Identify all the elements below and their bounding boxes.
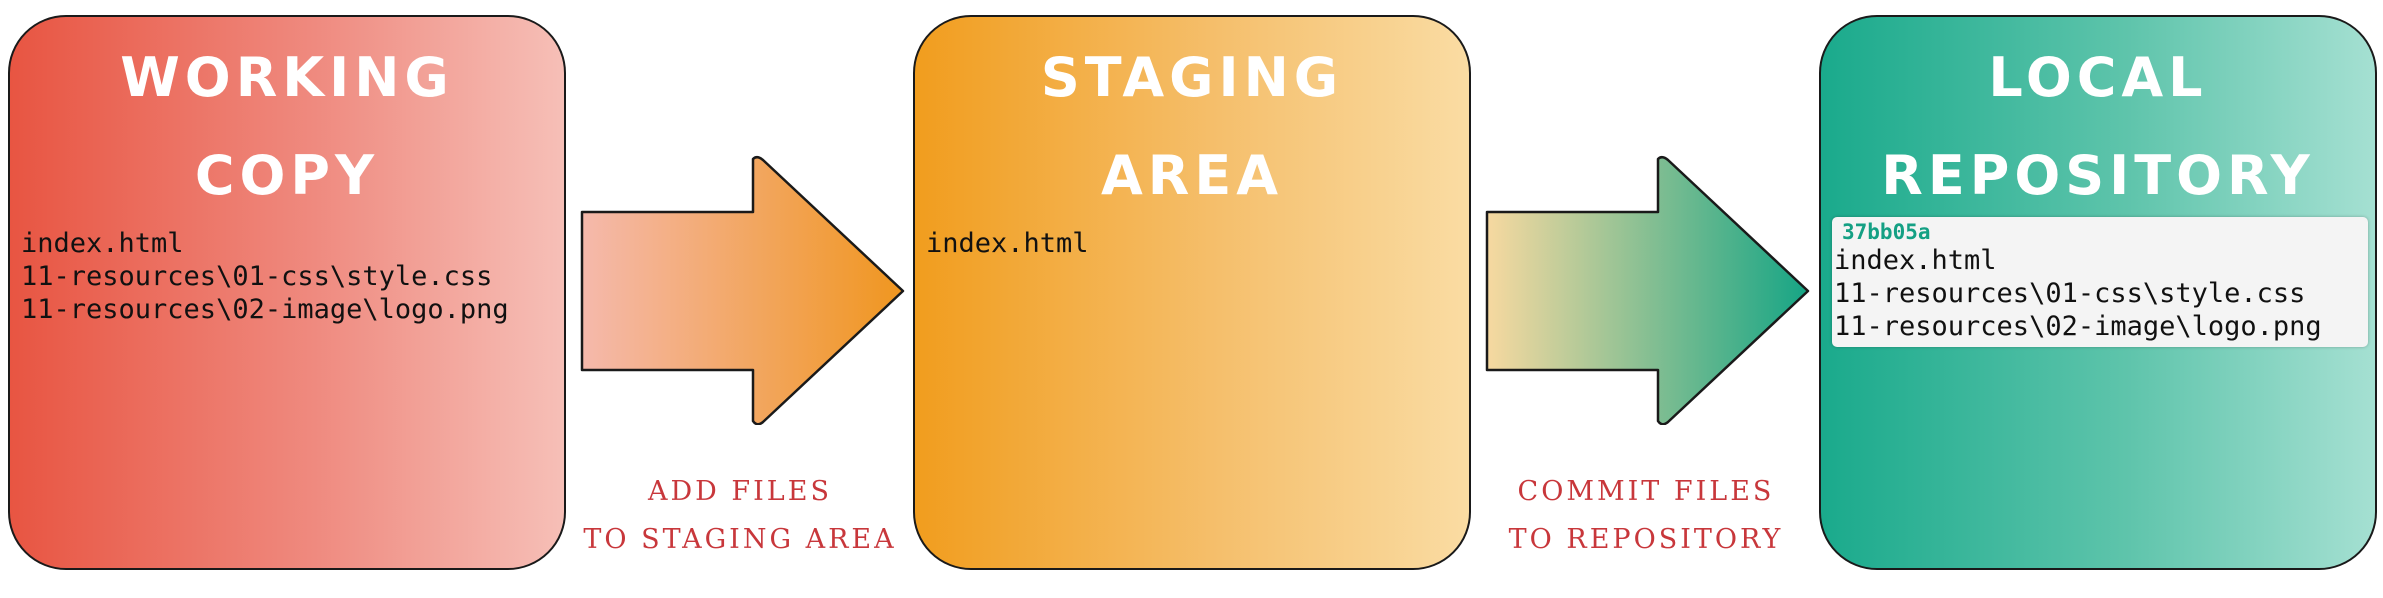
staging-file-list: index.html <box>926 227 1089 260</box>
staging-area-title: STAGING AREA <box>915 29 1469 225</box>
caption-line: TO STAGING AREA <box>583 524 897 555</box>
file-item: index.html <box>1834 245 1997 276</box>
title-line: STAGING <box>1040 46 1344 109</box>
file-item: 11-resources\02-image\logo.png <box>1834 311 2322 342</box>
file-item: 11-resources\01-css\style.css <box>1834 278 2306 309</box>
caption-line: COMMIT FILES <box>1517 476 1775 507</box>
commit-arrow-icon <box>1485 156 1810 425</box>
caption-line: ADD FILES <box>648 476 832 507</box>
title-line: LOCAL <box>1988 46 2208 109</box>
working-file-list: index.html 11-resources\01-css\style.css… <box>21 227 509 326</box>
file-item: 11-resources\01-css\style.css <box>21 261 493 292</box>
title-line: AREA <box>1100 144 1284 207</box>
local-repository-panel: LOCAL REPOSITORY 37bb05a index.html 11-r… <box>1819 15 2377 570</box>
commit-files-caption: COMMIT FILES TO REPOSITORY <box>1478 468 1814 564</box>
add-files-caption: ADD FILES TO STAGING AREA <box>570 468 910 564</box>
title-line: COPY <box>194 144 380 207</box>
title-line: WORKING <box>120 46 454 109</box>
staging-area-panel: STAGING AREA index.html <box>913 15 1471 570</box>
file-item: index.html <box>926 228 1089 259</box>
working-copy-panel: WORKING COPY index.html 11-resources\01-… <box>8 15 566 570</box>
commit-hash: 37bb05a <box>1842 220 1931 244</box>
caption-line: TO REPOSITORY <box>1508 524 1784 555</box>
title-line: REPOSITORY <box>1881 144 2315 207</box>
local-repository-title: LOCAL REPOSITORY <box>1821 29 2375 225</box>
add-arrow-icon <box>580 156 905 425</box>
file-item: index.html <box>21 228 184 259</box>
commit-card: 37bb05a index.html 11-resources\01-css\s… <box>1832 217 2368 347</box>
working-copy-title: WORKING COPY <box>10 29 564 225</box>
file-item: 11-resources\02-image\logo.png <box>21 294 509 325</box>
